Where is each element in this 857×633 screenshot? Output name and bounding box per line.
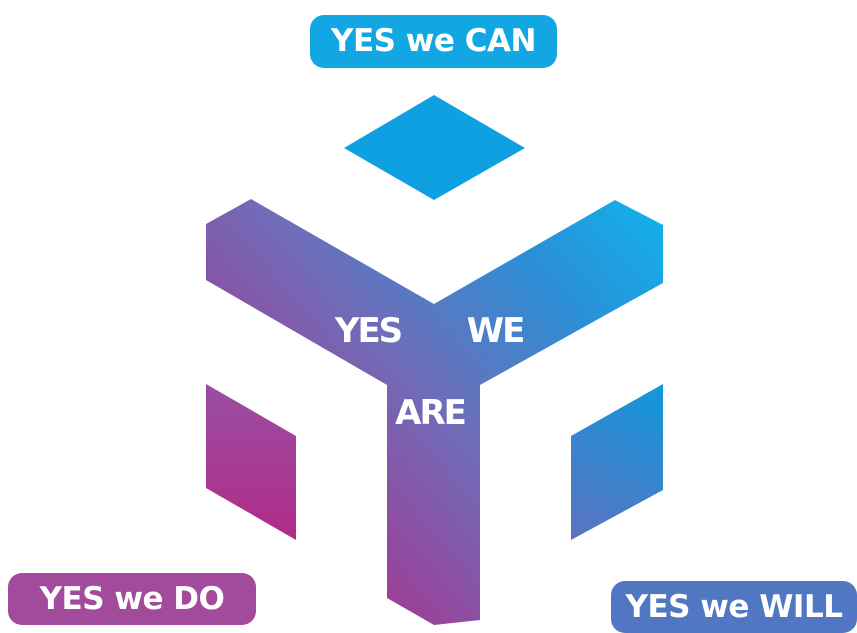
right-parallelogram-shape xyxy=(571,384,663,540)
yes-we-will-label: YES we WILL xyxy=(611,581,857,633)
top-diamond-shape xyxy=(344,95,525,200)
left-parallelogram-shape xyxy=(206,384,296,540)
yes-we-do-label: YES we DO xyxy=(8,573,256,625)
center-word-we: WE xyxy=(467,311,524,351)
center-word-yes: YES xyxy=(334,311,401,351)
yes-we-can-label: YES we CAN xyxy=(310,15,557,68)
center-word-are: ARE xyxy=(395,393,465,433)
y-shape xyxy=(206,199,663,625)
